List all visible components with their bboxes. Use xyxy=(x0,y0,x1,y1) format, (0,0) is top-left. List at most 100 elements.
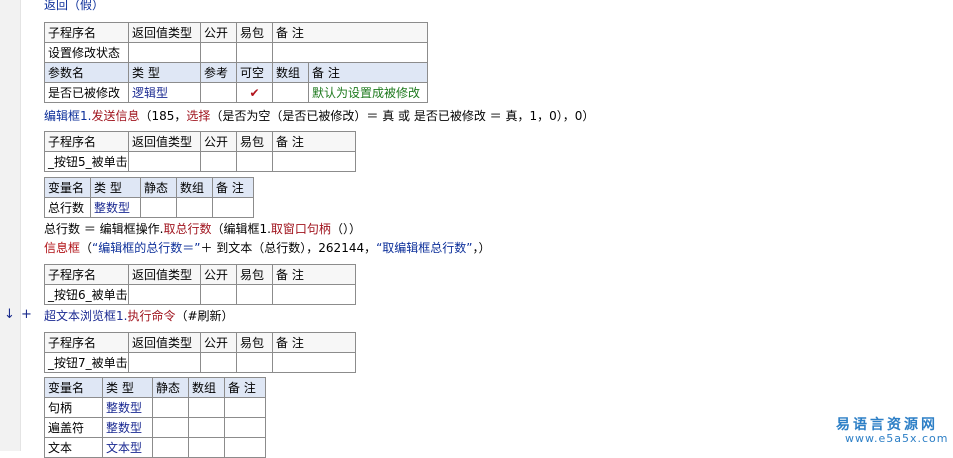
var-table-button5: 变量名 类 型 静态 数组 备 注 总行数 整数型 xyxy=(44,177,254,218)
th-var-name: 变量名 xyxy=(44,377,103,398)
check-icon[interactable]: ✔ xyxy=(236,82,273,103)
sub-table-button7: 子程序名 返回值类型 公开 易包 备 注 _按钮7_被单击 xyxy=(44,332,356,373)
close-paren: ，） xyxy=(472,241,491,255)
th-epackage: 易包 xyxy=(236,22,273,43)
return-type-cell[interactable] xyxy=(128,42,201,63)
end-text: （）） xyxy=(330,222,361,236)
var-array-cell[interactable] xyxy=(188,437,225,458)
th-var-array: 数组 xyxy=(176,177,213,198)
var-name-cell[interactable]: 文本 xyxy=(44,437,103,458)
th-public: 公开 xyxy=(200,131,237,152)
th-param-type: 类 型 xyxy=(128,62,201,83)
string-literal-2: “取编辑框总行数” xyxy=(376,241,473,255)
var-array-cell[interactable] xyxy=(188,397,225,418)
th-param-nullable: 可空 xyxy=(236,62,273,83)
th-public: 公开 xyxy=(200,22,237,43)
note-cell[interactable] xyxy=(272,42,428,63)
th-return-type: 返回值类型 xyxy=(128,22,201,43)
sub-name-cell[interactable]: 设置修改状态 xyxy=(44,42,129,63)
code-line-message-box[interactable]: 信息框（“编辑框的总行数＝”＋ 到文本（总行数），262144，“取编辑框总行数… xyxy=(44,239,491,257)
var-type-cell[interactable]: 整数型 xyxy=(90,197,141,218)
epackage-cell[interactable] xyxy=(236,284,273,305)
watermark-url: www.e5a5x.com xyxy=(845,432,949,445)
code-line-send-message[interactable]: 编辑框1.发送信息（185，选择（是否为空（是否已被修改）＝ 真 或 是否已被修… xyxy=(44,107,594,125)
var-static-cell[interactable] xyxy=(140,197,177,218)
param-array-cell[interactable] xyxy=(272,82,309,103)
return-type-cell[interactable] xyxy=(128,284,201,305)
th-param-note: 备 注 xyxy=(308,62,428,83)
public-cell[interactable] xyxy=(200,42,237,63)
th-public: 公开 xyxy=(200,332,237,353)
note-cell[interactable] xyxy=(272,352,356,373)
var-static-cell[interactable] xyxy=(152,397,189,418)
th-var-static: 静态 xyxy=(140,177,177,198)
th-epackage: 易包 xyxy=(236,264,273,285)
var-type-cell[interactable]: 整数型 xyxy=(102,397,153,418)
epackage-cell[interactable] xyxy=(236,151,273,172)
sub-table-button5: 子程序名 返回值类型 公开 易包 备 注 _按钮5_被单击 xyxy=(44,131,356,172)
var-note-cell[interactable] xyxy=(224,397,266,418)
args-text: （#刷新） xyxy=(175,309,234,323)
th-var-static: 静态 xyxy=(152,377,189,398)
th-var-note: 备 注 xyxy=(212,177,254,198)
th-sub-name: 子程序名 xyxy=(44,264,129,285)
th-var-note: 备 注 xyxy=(224,377,266,398)
sub-table-button6: 子程序名 返回值类型 公开 易包 备 注 _按钮6_被单击 xyxy=(44,264,356,305)
concat-text: ＋ 到文本（总行数），262144， xyxy=(200,241,377,255)
note-cell[interactable] xyxy=(272,284,356,305)
object-ref: 编辑框1. xyxy=(44,109,92,123)
param-name-cell[interactable]: 是否已被修改 xyxy=(44,82,129,103)
sub-name-cell[interactable]: _按钮7_被单击 xyxy=(44,352,129,373)
var-static-cell[interactable] xyxy=(152,437,189,458)
expand-plus-icon[interactable]: + xyxy=(21,307,32,322)
return-type-cell[interactable] xyxy=(128,352,201,373)
epackage-cell[interactable] xyxy=(236,352,273,373)
th-var-type: 类 型 xyxy=(90,177,141,198)
var-static-cell[interactable] xyxy=(152,417,189,438)
return-statement[interactable]: 返回（假） xyxy=(44,0,105,12)
var-type-cell[interactable]: 整数型 xyxy=(102,417,153,438)
var-note-cell[interactable] xyxy=(224,417,266,438)
th-epackage: 易包 xyxy=(236,332,273,353)
th-var-array: 数组 xyxy=(188,377,225,398)
th-var-name: 变量名 xyxy=(44,177,91,198)
var-note-cell[interactable] xyxy=(212,197,254,218)
public-cell[interactable] xyxy=(200,284,237,305)
public-cell[interactable] xyxy=(200,352,237,373)
th-note: 备 注 xyxy=(272,131,356,152)
param-type-cell[interactable]: 逻辑型 xyxy=(128,82,201,103)
th-sub-name: 子程序名 xyxy=(44,131,129,152)
args-rest: （是否为空（是否已被修改）＝ 真 或 是否已被修改 ＝ 真，1，0），0） xyxy=(210,109,595,123)
args-text: （185， xyxy=(139,109,187,123)
arrow-down-icon[interactable]: ↓ xyxy=(4,307,15,322)
var-note-cell[interactable] xyxy=(224,437,266,458)
th-var-type: 类 型 xyxy=(102,377,153,398)
mid-text: （编辑框1. xyxy=(211,222,271,236)
open-paren: （ xyxy=(80,241,93,255)
var-array-cell[interactable] xyxy=(176,197,213,218)
epackage-cell[interactable] xyxy=(236,42,273,63)
param-ref-cell[interactable] xyxy=(200,82,237,103)
param-note-cell[interactable]: 默认为设置成被修改 xyxy=(308,82,428,103)
var-name-cell[interactable]: 遍盖符 xyxy=(44,417,103,438)
code-line-execute-command[interactable]: 超文本浏览框1.执行命令（#刷新） xyxy=(44,307,234,325)
th-public: 公开 xyxy=(200,264,237,285)
var-type-cell[interactable]: 文本型 xyxy=(102,437,153,458)
var-array-cell[interactable] xyxy=(188,417,225,438)
th-return-type: 返回值类型 xyxy=(128,131,201,152)
code-line-get-total-lines[interactable]: 总行数 ＝ 编辑框操作.取总行数（编辑框1.取窗口句柄（）） xyxy=(44,220,361,238)
th-param-array: 数组 xyxy=(272,62,309,83)
th-param-ref: 参考 xyxy=(200,62,237,83)
var-name-cell[interactable]: 句柄 xyxy=(44,397,103,418)
public-cell[interactable] xyxy=(200,151,237,172)
return-type-cell[interactable] xyxy=(128,151,201,172)
object-ref: 超文本浏览框1. xyxy=(44,309,128,323)
sub-name-cell[interactable]: _按钮6_被单击 xyxy=(44,284,129,305)
note-cell[interactable] xyxy=(272,151,356,172)
var-name-cell[interactable]: 总行数 xyxy=(44,197,91,218)
th-note: 备 注 xyxy=(272,22,428,43)
method-name: 发送信息 xyxy=(91,109,140,123)
sub-name-cell[interactable]: _按钮5_被单击 xyxy=(44,151,129,172)
string-literal-1: “编辑框的总行数＝” xyxy=(92,241,201,255)
var-table-button7: 变量名 类 型 静态 数组 备 注 句柄 整数型 遍盖符 整数型 文本 文本型 xyxy=(44,377,266,458)
